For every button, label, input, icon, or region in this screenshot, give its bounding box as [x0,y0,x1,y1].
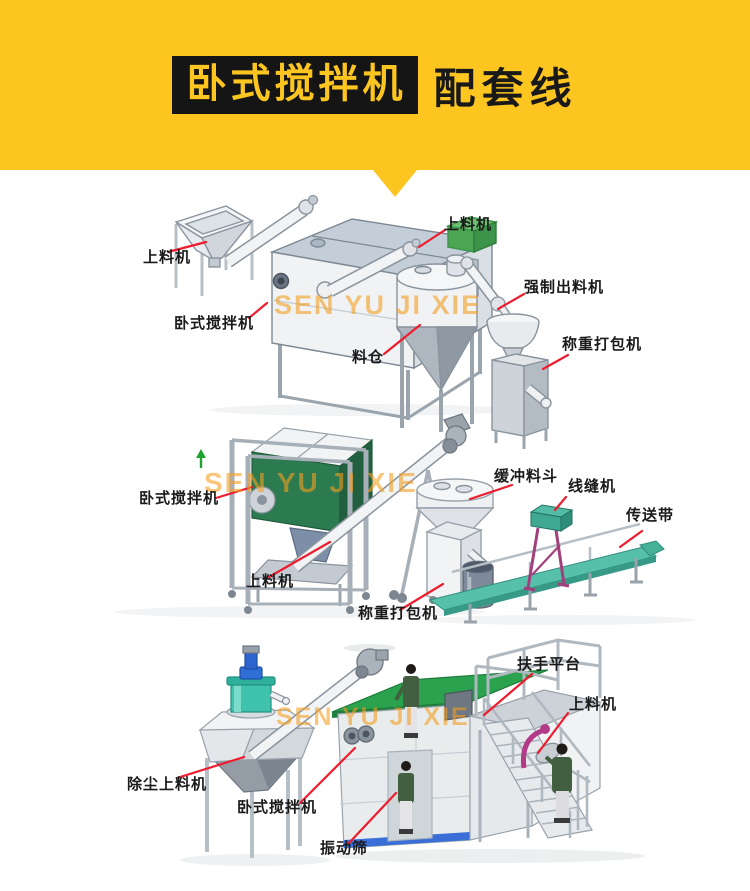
feed-hopper-1 [174,205,255,296]
bag-sewing-machine [523,504,574,592]
banner-pointer-triangle [373,170,417,197]
handrail-platform [474,638,602,716]
label-horizontal-mixer-3: 卧式搅拌机 [237,799,318,816]
worker-at-stairs [544,743,572,823]
screw-conveyor-1a [224,194,319,268]
leader-line [214,485,254,500]
storage-silo [395,254,479,432]
belt-conveyor [428,522,665,624]
screw-conveyor-1b [316,238,421,299]
leader-line [553,495,568,512]
label-handrail-platform: 扶手平台 [517,656,582,673]
label-horizontal-mixer-1: 卧式搅拌机 [174,315,255,332]
leader-line [618,529,644,549]
label-buffer-hopper: 缓冲料斗 [494,468,559,485]
diagram-line-2 [115,413,695,625]
leader-line [482,672,534,717]
leader-line [298,746,357,805]
label-feeder-2: 上料机 [246,573,295,590]
leader-line [175,755,246,780]
leader-line [267,540,332,579]
page-subtitle: 配套线 [433,64,578,112]
leader-line [398,582,445,612]
leader-line [247,301,269,320]
leader-line [536,711,570,755]
leader-line [166,240,208,254]
leader-line [468,483,514,501]
weighing-packer-1 [486,313,552,449]
diagram-line-1 [174,194,552,449]
label-dust-feeder: 除尘上料机 [127,776,208,793]
label-feeder-3: 上料机 [569,696,618,713]
watermark-text: SEN YU JI XIE [204,467,418,498]
leader-line [496,292,526,311]
watermark-text: SEN YU JI XIE [274,290,482,320]
header-banner: 卧式搅拌机 配套线 [0,0,750,170]
leader-line [541,353,570,371]
green-arrow-marker [196,449,206,468]
label-belt-conveyor: 传送带 [626,507,675,524]
worker-at-scale [398,761,414,834]
leader-line [417,228,447,249]
label-silo: 料仓 [352,349,385,366]
label-vibrating-screen: 振动筛 [320,840,369,857]
diagram-line-3 [180,638,645,866]
screw-conveyor-3 [248,648,389,761]
forced-discharge-conveyor [460,256,511,318]
watermark-text: SEN YU JI XIE [276,703,470,731]
label-feeder-1b: 上料机 [444,216,493,233]
label-weighing-packer-1: 称重打包机 [562,336,643,353]
page-title: 卧式搅拌机 [186,62,407,106]
label-forced-discharger: 强制出料机 [524,279,605,296]
label-feeder-1: 上料机 [143,249,192,266]
mixer-frame-2 [228,438,399,614]
worker-on-platform [394,664,419,738]
leader-lines [166,228,644,845]
leader-line [382,323,422,356]
leader-line [347,791,398,845]
label-sewing-machine: 线缝机 [568,478,617,495]
header-title-box: 卧式搅拌机 [172,56,419,114]
label-weighing-packer-2: 称重打包机 [358,605,439,622]
label-horizontal-mixer-2: 卧式搅拌机 [139,490,220,507]
